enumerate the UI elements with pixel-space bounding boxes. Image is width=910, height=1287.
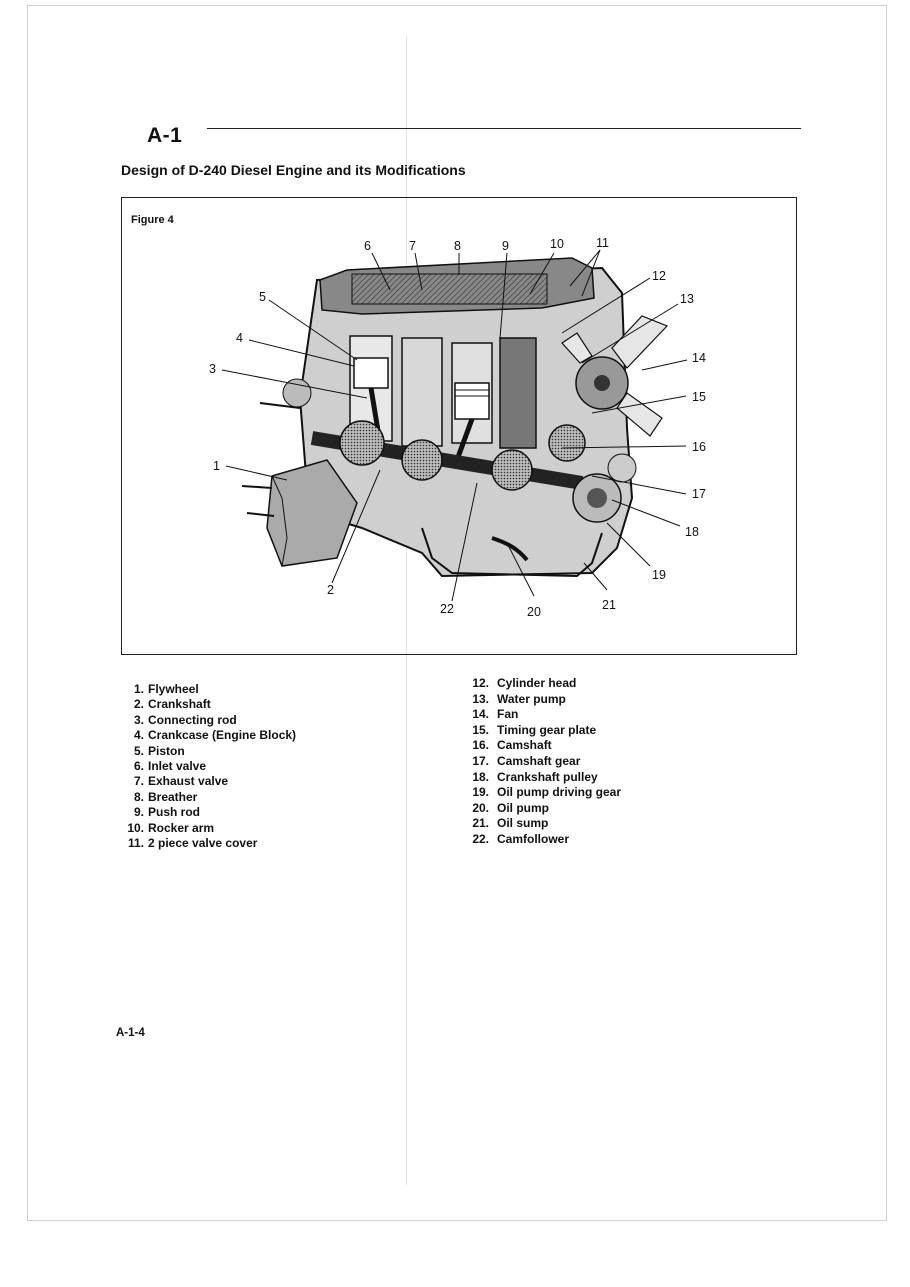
legend-item: 9.Push rod bbox=[133, 805, 201, 820]
header-rule bbox=[207, 128, 801, 129]
legend-item: 13.Water pump bbox=[472, 691, 566, 706]
legend-item: 4.Crankcase (Engine Block) bbox=[133, 728, 297, 743]
section-id: A-1 bbox=[147, 124, 183, 147]
callout-13: 13 bbox=[680, 292, 694, 306]
legend-item: 16.Camshaft bbox=[472, 738, 552, 753]
callout-17: 17 bbox=[692, 487, 706, 501]
legend-item: 21.Oil sump bbox=[472, 816, 549, 831]
legend-item: 15.Timing gear plate bbox=[472, 722, 597, 737]
legend-right-column: 12.Cylinder head 13.Water pump 14.Fan 15… bbox=[462, 676, 782, 848]
callout-14: 14 bbox=[692, 351, 706, 365]
page-heading: Design of D-240 Diesel Engine and its Mo… bbox=[121, 162, 466, 178]
legend-item: 1.Flywheel bbox=[133, 682, 199, 696]
scan-fold-line bbox=[406, 35, 407, 1185]
figure-frame: Figure 4 bbox=[121, 197, 797, 655]
callout-12: 12 bbox=[652, 269, 666, 283]
engine-cutaway-illustration: 1 2 3 4 5 6 7 8 9 10 11 12 13 14 15 16 1… bbox=[209, 236, 706, 619]
callout-2: 2 bbox=[327, 583, 334, 597]
legend-item: 2.Crankshaft bbox=[133, 697, 211, 712]
legend-item: 10.Rocker arm bbox=[127, 820, 215, 835]
callout-6: 6 bbox=[364, 239, 371, 253]
legend-item: 18.Crankshaft pulley bbox=[472, 769, 598, 784]
page-number: A-1-4 bbox=[116, 1027, 145, 1039]
legend-item: 7.Exhaust valve bbox=[133, 774, 229, 789]
callout-8: 8 bbox=[454, 239, 461, 253]
legend-left-column: 1.Flywheel 2.Crankshaft 3.Connecting rod… bbox=[112, 682, 432, 851]
legend-item: 14.Fan bbox=[472, 707, 519, 722]
document-page bbox=[27, 5, 887, 1221]
callout-18: 18 bbox=[685, 525, 699, 539]
callout-7: 7 bbox=[409, 239, 416, 253]
legend-item: 20.Oil pump bbox=[472, 800, 549, 815]
callout-leaders bbox=[221, 249, 688, 602]
figure-label: Figure 4 bbox=[131, 214, 174, 226]
callout-numbers: 1 2 3 4 5 6 7 8 9 10 11 12 13 14 15 16 1… bbox=[209, 236, 706, 619]
legend-item: 6.Inlet valve bbox=[133, 759, 207, 774]
callout-10: 10 bbox=[550, 237, 564, 251]
legend-item: 3.Connecting rod bbox=[133, 712, 237, 727]
callout-11: 11 bbox=[596, 236, 609, 250]
callout-21: 21 bbox=[602, 598, 616, 612]
callout-3: 3 bbox=[209, 362, 216, 376]
legend-item: 17.Camshaft gear bbox=[472, 753, 581, 768]
legend-item: 5.Piston bbox=[133, 743, 185, 758]
callout-22: 22 bbox=[440, 602, 454, 616]
legend-item: 8.Breather bbox=[133, 789, 198, 804]
callout-9: 9 bbox=[502, 239, 509, 253]
callout-5: 5 bbox=[259, 290, 266, 304]
legend-item: 11.2 piece valve cover bbox=[127, 836, 258, 851]
callout-19: 19 bbox=[652, 568, 666, 582]
legend-item: 22.Camfollower bbox=[472, 831, 570, 846]
callout-1: 1 bbox=[213, 459, 220, 473]
callout-20: 20 bbox=[527, 605, 541, 619]
engine-block-drawing bbox=[241, 257, 669, 578]
legend-item: 12.Cylinder head bbox=[472, 676, 577, 690]
legend-item: 19.Oil pump driving gear bbox=[472, 785, 622, 800]
callout-15: 15 bbox=[692, 390, 706, 404]
callout-16: 16 bbox=[692, 440, 706, 454]
callout-4: 4 bbox=[236, 331, 243, 345]
